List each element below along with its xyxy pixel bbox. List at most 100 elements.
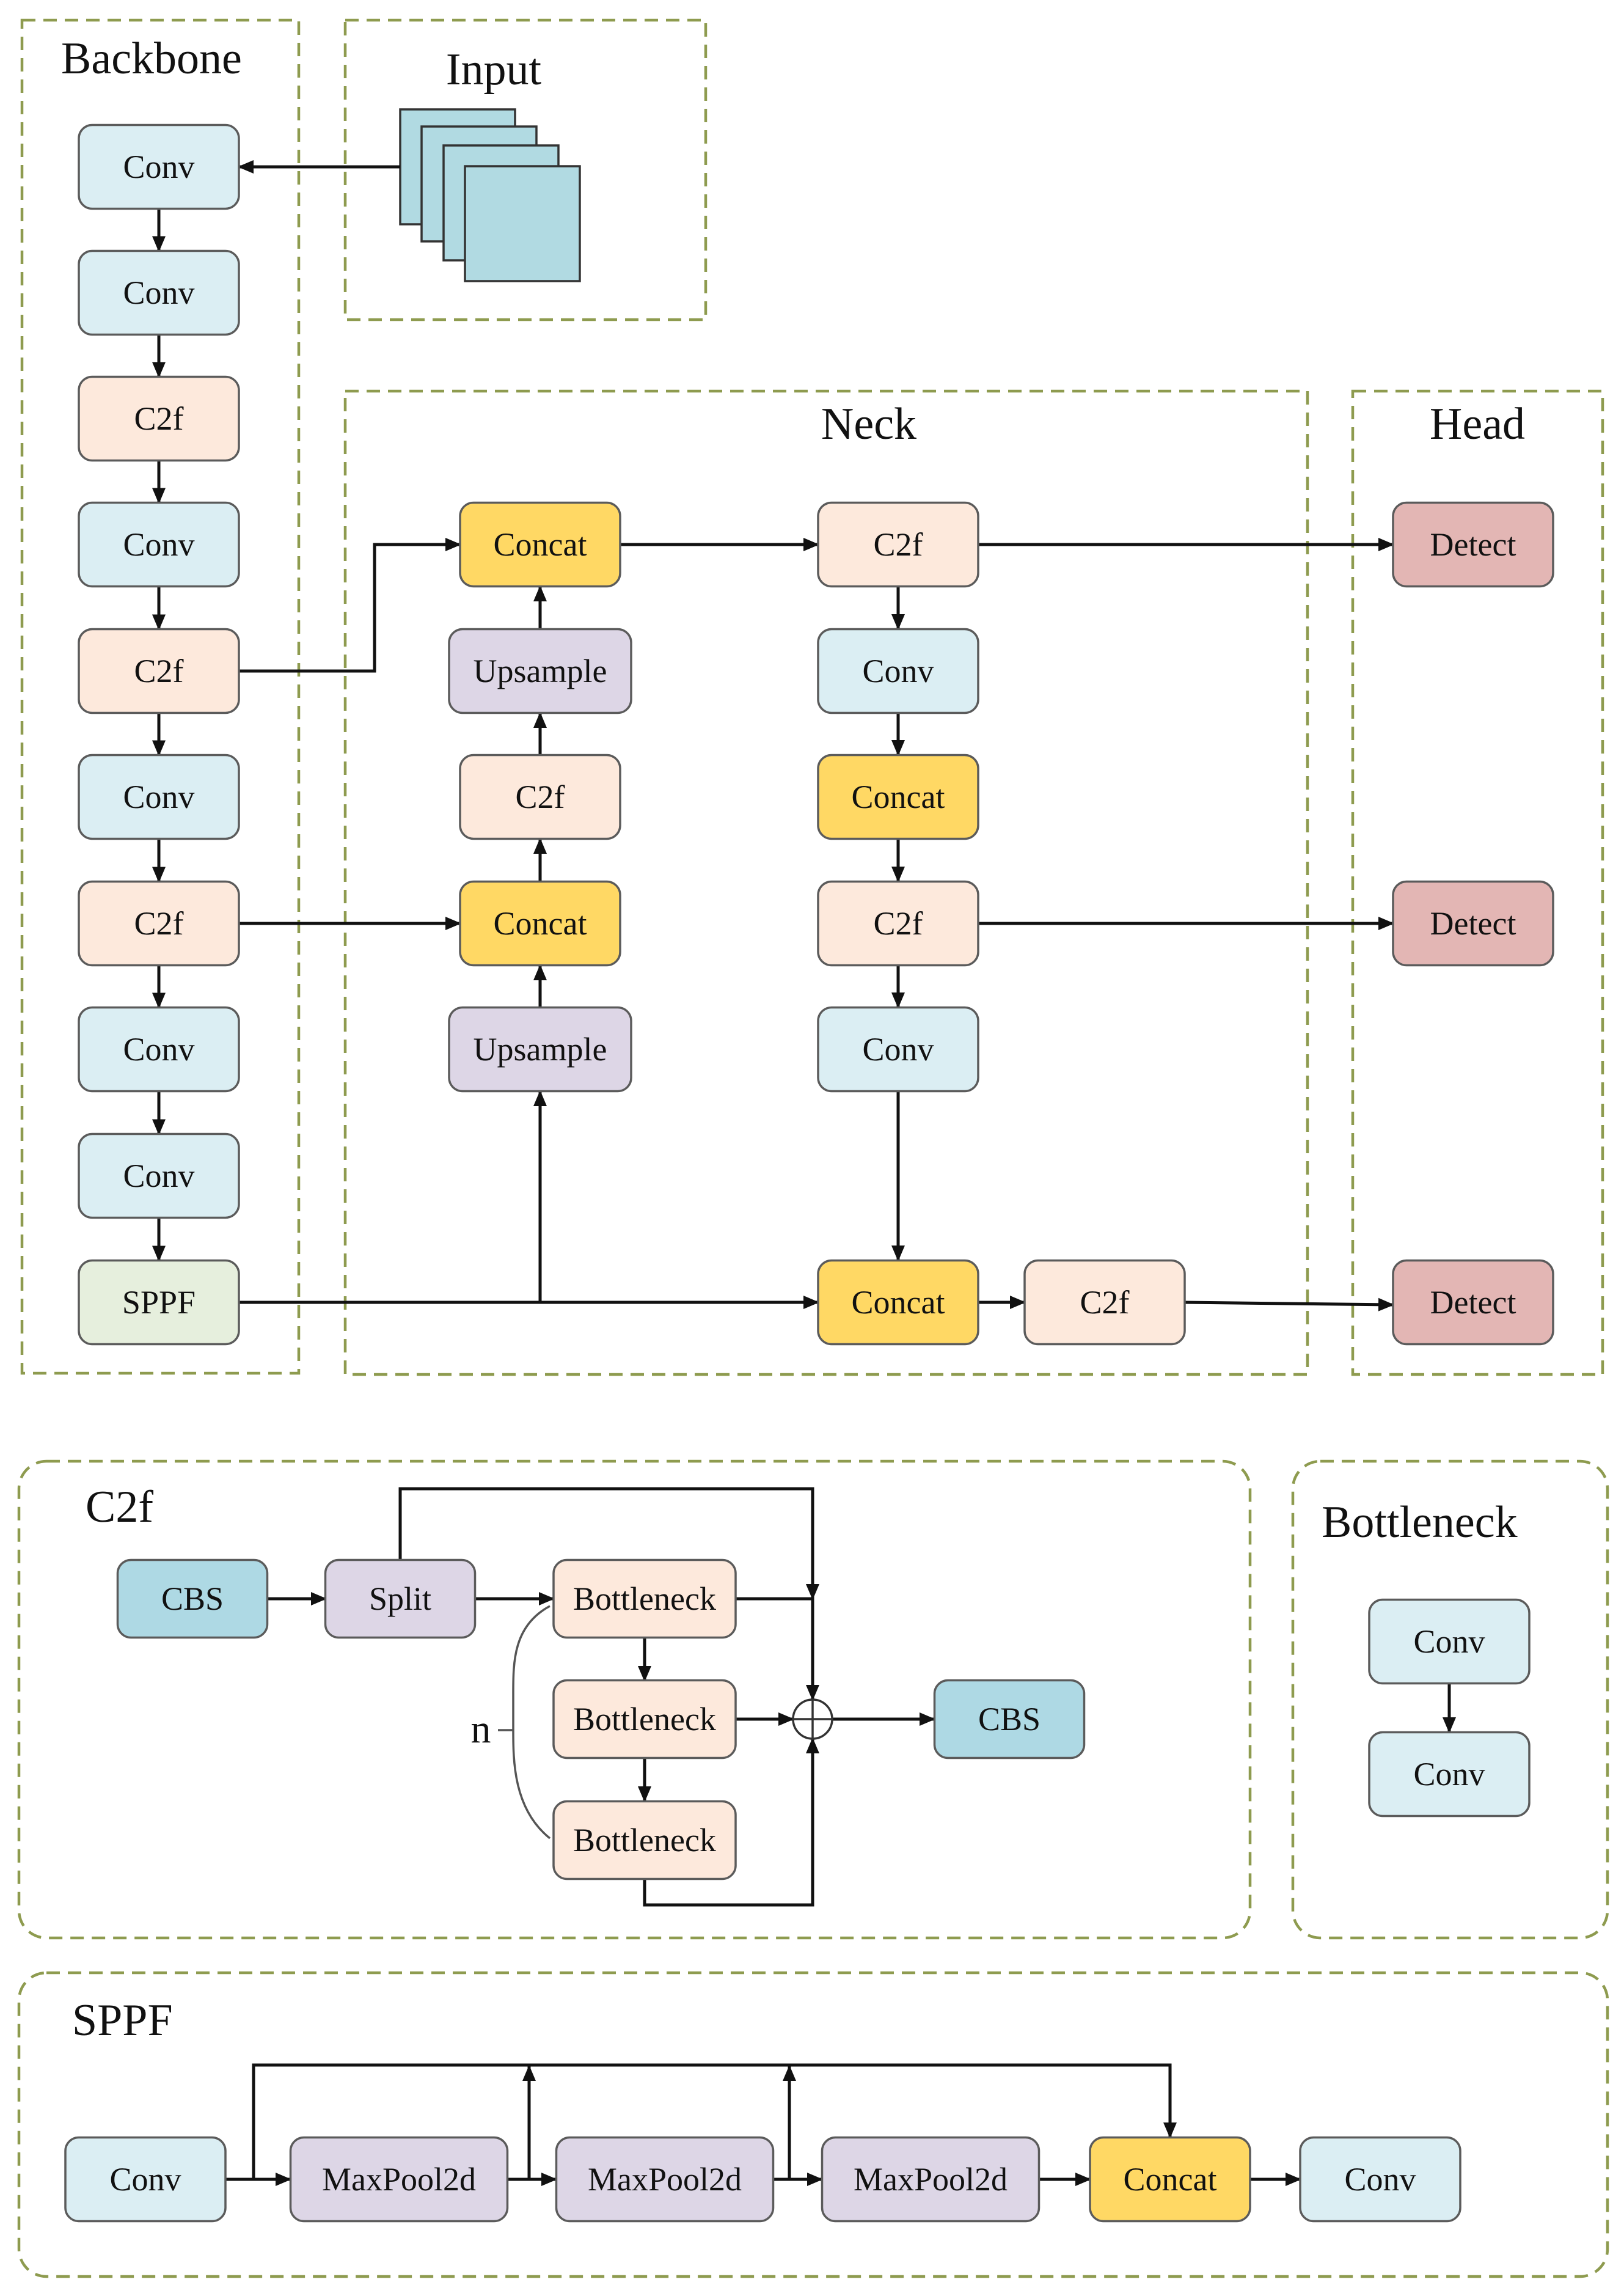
backbone-sppf-label: SPPF <box>122 1284 196 1321</box>
c2f-bottleneck-3-box <box>552 1800 737 1880</box>
c2f-bottom-to-detect-3-arrow <box>1184 1297 1394 1312</box>
connection-arrows <box>152 160 1456 2186</box>
c2f-bottleneck-2-box <box>552 1679 737 1759</box>
backbone-conv-2: Conv <box>78 249 240 336</box>
neck-c2f-top-box <box>817 501 979 588</box>
backbone-conv-1: Conv <box>78 123 240 210</box>
sum-circle-icon <box>792 1698 833 1740</box>
head-detect-1-label: Detect <box>1430 526 1516 563</box>
backbone-conv-1-box <box>78 123 240 210</box>
neck-concat-top: Concat <box>459 501 621 588</box>
input-image-stack-icon <box>399 108 581 282</box>
block-nodes: ConvConvC2fConvC2fConvC2fConvConvSPPFCon… <box>64 123 1554 2223</box>
neck-upsample-top-box <box>448 628 632 714</box>
neck-region <box>343 389 1309 1376</box>
neck-concat-bottom-box <box>817 1259 979 1346</box>
bottleneck-conv-1-box <box>1368 1598 1531 1685</box>
repeat-brace-icon <box>498 1605 551 1840</box>
neck-concat-bottom-label: Concat <box>852 1284 945 1321</box>
backbone-conv-6-label: Conv <box>123 1158 194 1194</box>
neck-upsample-bottom-box <box>448 1006 632 1093</box>
sppf-conv-output-label: Conv <box>1344 2161 1416 2198</box>
neck-upsample-bottom-label: Upsample <box>474 1031 607 1068</box>
sppf-module-region <box>17 1971 1609 2278</box>
c2f-cbs-output-label: CBS <box>978 1701 1041 1737</box>
c2f-split-box <box>324 1558 477 1639</box>
c2f-cbs-input-box <box>116 1558 269 1639</box>
head-detect-3-box <box>1392 1259 1554 1346</box>
sppf-conv-input-label: Conv <box>109 2161 181 2198</box>
backbone-c2f-2-box <box>78 628 240 714</box>
backbone-conv-4-label: Conv <box>123 779 194 815</box>
c2f-2-to-concat-top-arrow <box>239 538 461 673</box>
neck-concat-top-label: Concat <box>494 526 587 563</box>
backbone-c2f-1-box <box>78 375 240 462</box>
sppf-maxpool-2-label: MaxPool2d <box>588 2161 742 2198</box>
neck-concat-right-label: Concat <box>852 779 945 815</box>
bottleneck-1-to-sum-arrow <box>736 1597 819 1701</box>
split-skip-arrow <box>398 1487 819 1600</box>
neck-concat-mid: Concat <box>459 880 621 967</box>
backbone-conv-6-box <box>78 1132 240 1219</box>
sppf-conv-output-box <box>1299 2136 1461 2223</box>
backbone-conv-2-box <box>78 249 240 336</box>
backbone-c2f-3: C2f <box>78 880 240 967</box>
bottleneck-module-region <box>1291 1459 1609 1940</box>
sppf-concat: Concat <box>1089 2136 1251 2223</box>
neck-concat-bottom: Concat <box>817 1259 979 1346</box>
c2f-module-title: C2f <box>86 1482 153 1532</box>
neck-conv-top-box <box>817 628 979 714</box>
backbone-conv-1-label: Conv <box>123 149 194 185</box>
input-region <box>343 18 708 321</box>
c2f-bottleneck-3: Bottleneck <box>552 1800 737 1880</box>
backbone-conv-3-label: Conv <box>123 526 194 563</box>
backbone-conv-6: Conv <box>78 1132 240 1219</box>
c2f-split: Split <box>324 1558 477 1639</box>
neck-concat-right-box <box>817 754 979 840</box>
neck-c2f-bottom: C2f <box>1023 1259 1186 1346</box>
neck-concat-right: Concat <box>817 754 979 840</box>
sppf-module-title: SPPF <box>72 1995 173 2045</box>
backbone-c2f-1: C2f <box>78 375 240 462</box>
neck-c2f-top: C2f <box>817 501 979 588</box>
neck-concat-mid-label: Concat <box>494 905 587 942</box>
sppf-maxpool-1-box <box>289 2136 509 2223</box>
backbone-conv-4-box <box>78 754 240 840</box>
sppf-maxpool-3: MaxPool2d <box>821 2136 1041 2223</box>
input-title: Input <box>446 45 542 95</box>
bottleneck-conv-1: Conv <box>1368 1598 1531 1685</box>
sppf-maxpool-3-label: MaxPool2d <box>854 2161 1008 2198</box>
backbone-conv-5: Conv <box>78 1006 240 1093</box>
neck-conv-right-label: Conv <box>862 1031 934 1068</box>
bottleneck-conv-2-box <box>1368 1731 1531 1818</box>
head-detect-3: Detect <box>1392 1259 1554 1346</box>
neck-c2f-mid-box <box>459 754 621 840</box>
neck-c2f-right-label: C2f <box>874 905 923 942</box>
sppf-maxpool-3-box <box>821 2136 1041 2223</box>
bottleneck-conv-2: Conv <box>1368 1731 1531 1818</box>
bottleneck-conv-2-label: Conv <box>1413 1756 1485 1792</box>
neck-conv-right: Conv <box>817 1006 979 1093</box>
backbone-c2f-2-label: C2f <box>134 653 184 689</box>
c2f-cbs-input: CBS <box>116 1558 269 1639</box>
sppf-maxpool-1: MaxPool2d <box>289 2136 509 2223</box>
backbone-conv-3-box <box>78 501 240 588</box>
head-detect-1-box <box>1392 501 1554 588</box>
backbone-conv-5-box <box>78 1006 240 1093</box>
backbone-c2f-1-label: C2f <box>134 400 184 437</box>
backbone-conv-2-label: Conv <box>123 274 194 311</box>
sppf-conv-input: Conv <box>64 2136 227 2223</box>
bottleneck-conv-1-label: Conv <box>1413 1623 1485 1660</box>
neck-conv-top-label: Conv <box>862 653 934 689</box>
neck-conv-right-box <box>817 1006 979 1093</box>
backbone-region <box>20 18 301 1375</box>
backbone-c2f-3-box <box>78 880 240 967</box>
backbone-conv-5-label: Conv <box>123 1031 194 1068</box>
sppf-maxpool-2: MaxPool2d <box>555 2136 775 2223</box>
backbone-conv-3: Conv <box>78 501 240 588</box>
c2f-cbs-input-label: CBS <box>161 1580 224 1617</box>
sppf-maxpool-2-box <box>555 2136 775 2223</box>
head-detect-2-box <box>1392 880 1554 967</box>
c2f-bottleneck-1-label: Bottleneck <box>573 1580 716 1617</box>
